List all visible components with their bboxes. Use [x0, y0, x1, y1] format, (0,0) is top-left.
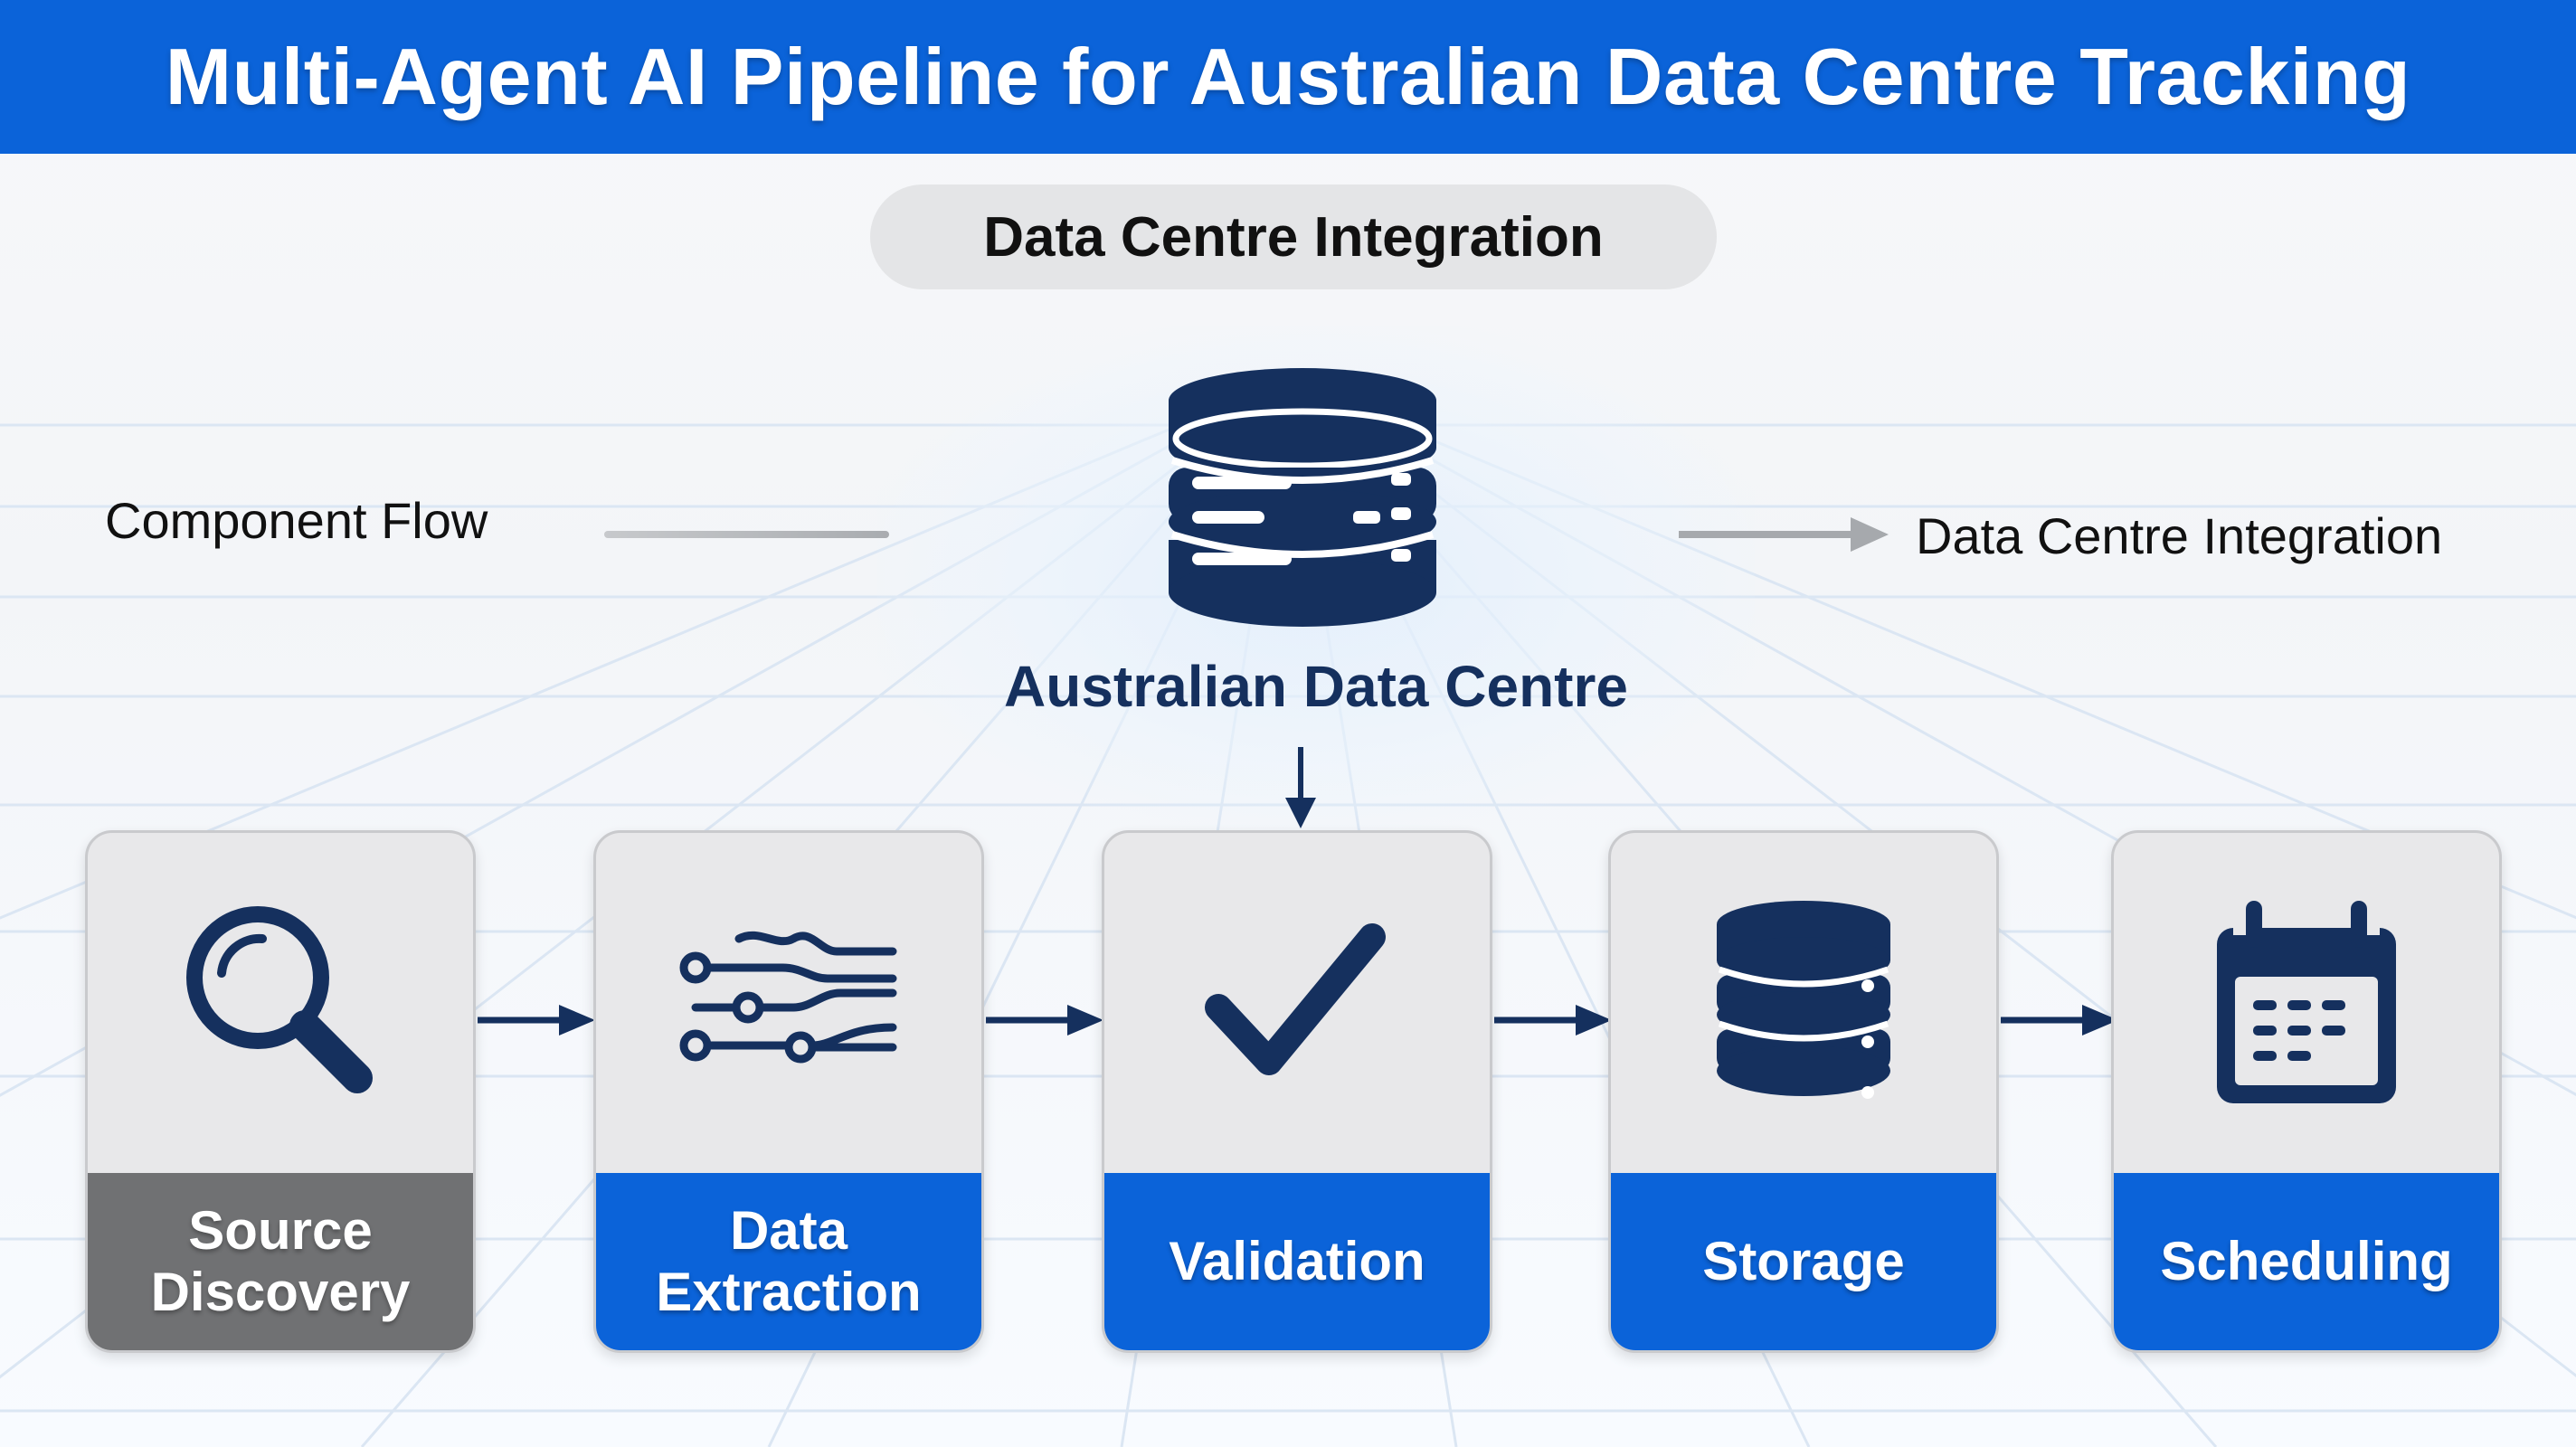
stage-band-scheduling: Scheduling: [2114, 1173, 2499, 1350]
pipeline-arrow-icon: [2001, 1005, 2118, 1036]
title-banner: Multi-Agent AI Pipeline for Australian D…: [0, 0, 2576, 154]
calendar-icon: [2217, 901, 2396, 1103]
page-title: Multi-Agent AI Pipeline for Australian D…: [165, 32, 2411, 121]
stage-band-storage: Storage: [1611, 1173, 1996, 1350]
stage-label: Storage: [1702, 1231, 1905, 1291]
stage-card-scheduling: Scheduling: [2111, 830, 2502, 1353]
checkmark-icon: [1205, 923, 1386, 1075]
integration-pill: Data Centre Integration: [870, 184, 1717, 289]
stage-band-data-extraction: Data Extraction: [596, 1173, 981, 1350]
pipeline-arrow-icon: [986, 1005, 1103, 1036]
magnifier-icon: [186, 906, 373, 1093]
stage-card-data-extraction: Data Extraction: [593, 830, 984, 1353]
stage-card-source-discovery: Source Discovery: [85, 830, 476, 1353]
stage-label: Source Discovery: [150, 1200, 411, 1322]
integration-pill-label: Data Centre Integration: [983, 205, 1604, 269]
database-icon: [1717, 901, 1890, 1099]
pipeline-arrow-icon: [478, 1005, 595, 1036]
stage-label: Data Extraction: [656, 1200, 922, 1322]
australian-data-centre-label: Australian Data Centre: [1004, 654, 1628, 719]
stage-label: Validation: [1169, 1231, 1425, 1291]
data-centre-integration-label: Data Centre Integration: [1916, 507, 2443, 564]
down-arrow-icon: [1285, 747, 1316, 828]
stage-band-validation: Validation: [1104, 1173, 1490, 1350]
stage-label: Scheduling: [2160, 1231, 2453, 1291]
component-flow-label: Component Flow: [105, 492, 488, 549]
integration-flow-arrow-icon: [1679, 517, 1889, 552]
component-flow-line: [604, 531, 889, 538]
database-icon: [1169, 368, 1436, 627]
stage-band-source-discovery: Source Discovery: [88, 1173, 473, 1350]
stage-card-storage: Storage: [1608, 830, 1999, 1353]
pipeline-arrow-icon: [1494, 1005, 1612, 1036]
extraction-flow-icon: [679, 931, 897, 1064]
stage-card-validation: Validation: [1102, 830, 1492, 1353]
